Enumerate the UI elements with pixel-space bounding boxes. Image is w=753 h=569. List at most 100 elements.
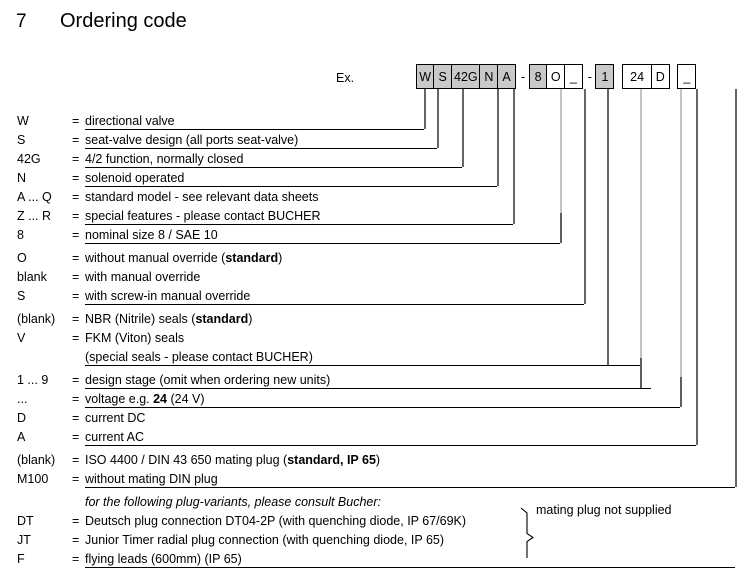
code-box-42G: 42G xyxy=(450,64,481,89)
legend-row: A = current AC xyxy=(0,428,753,447)
mating-plug-note: mating plug not supplied xyxy=(536,503,672,517)
legend-row-code: ... xyxy=(17,392,28,406)
code-box-O: O xyxy=(546,64,566,89)
code-box-A: A xyxy=(497,64,517,89)
legend-row-description: flying leads (600mm) (IP 65) xyxy=(85,552,242,566)
legend-row-rule xyxy=(85,388,651,389)
legend-row-rule xyxy=(85,445,696,446)
code-box-W: W xyxy=(415,64,435,89)
legend-row-code: O xyxy=(17,251,27,265)
legend-row: 8 = nominal size 8 / SAE 10 xyxy=(0,226,753,245)
legend-row-description: voltage e.g. 24 (24 V) xyxy=(85,392,205,406)
legend-row-description: seat-valve design (all ports seat-valve) xyxy=(85,133,299,147)
legend-row-description: with manual override xyxy=(85,270,201,284)
example-label: Ex. xyxy=(336,71,355,85)
legend-row-equals: = xyxy=(72,270,80,284)
legend-row: 1 ... 9 = design stage (omit when ordering… xyxy=(0,371,753,390)
legend-row-code: DT xyxy=(17,514,34,528)
legend-row: Z ... R=special features - please contac… xyxy=(0,207,753,226)
legend-row: DT = Deutsch plug connection DT04-2P (with… xyxy=(0,512,753,531)
legend-row: blank = with manual override xyxy=(0,268,753,287)
legend-row-rule xyxy=(85,304,584,305)
legend-row-code: A xyxy=(17,430,26,444)
legend-row-description: 4/2 function, normally closed xyxy=(85,152,244,166)
code-box-1: 1 xyxy=(595,64,615,89)
code-box-_: _ xyxy=(677,64,697,89)
legend-row-equals: = xyxy=(72,190,80,204)
legend-row-description: for the following plug-variants, please … xyxy=(85,495,381,509)
legend-row-rule xyxy=(85,129,424,130)
legend-row-description: nominal size 8 / SAE 10 xyxy=(85,228,218,242)
legend-row: A ... Q=standard model - see relevant da… xyxy=(0,188,753,207)
legend-row-equals: = xyxy=(72,289,80,303)
legend-row-equals: = xyxy=(72,453,80,467)
legend-row-description: Junior Timer radial plug connection (wit… xyxy=(85,533,445,547)
legend-row-description: design stage (omit when ordering new uni… xyxy=(85,373,331,387)
legend-row-equals: = xyxy=(72,392,80,406)
legend-row-rule xyxy=(85,365,640,366)
code-box-_: _ xyxy=(563,64,583,89)
legend-row-description: NBR (Nitrile) seals (standard) xyxy=(85,312,253,326)
legend-row: F=flying leads (600mm) (IP 65) xyxy=(0,550,753,569)
legend-row-rule xyxy=(85,243,560,244)
legend-row-equals: = xyxy=(72,331,80,345)
legend-row-equals: = xyxy=(72,514,80,528)
legend-row-description: without mating DIN plug xyxy=(85,472,218,486)
legend-row-code: S xyxy=(17,289,26,303)
code-box-N: N xyxy=(479,64,499,89)
code-box-8: 8 xyxy=(528,64,548,89)
legend-row-description: without manual override (standard) xyxy=(85,251,283,265)
legend-row: (blank)=NBR (Nitrile) seals (standard) xyxy=(0,310,753,329)
legend-row-rule xyxy=(85,224,513,225)
code-box-24: 24 xyxy=(622,64,653,89)
legend-row-code: F xyxy=(17,552,25,566)
legend-row-equals: = xyxy=(72,472,80,486)
legend-row-equals: = xyxy=(72,114,80,128)
legend-row-rule xyxy=(85,407,680,408)
legend-row-code: W xyxy=(17,114,29,128)
legend-row-equals: = xyxy=(72,209,80,223)
legend-row-code: N xyxy=(17,171,27,185)
legend-row-equals: = xyxy=(72,373,80,387)
legend-row: JT = Junior Timer radial plug connection (… xyxy=(0,531,753,550)
legend-row-equals: = xyxy=(72,411,80,425)
legend-row-code: 1 ... 9 xyxy=(17,373,49,387)
legend-row: W = directional valve xyxy=(0,112,753,131)
section-number: 7 xyxy=(16,11,27,32)
legend-row: (special seals - please contact BUCHER) xyxy=(0,348,753,367)
legend-row-equals: = xyxy=(72,533,80,547)
legend-row-description: (special seals - please contact BUCHER) xyxy=(85,350,313,364)
code-separator-dash: - xyxy=(520,69,526,84)
legend-row-code: 8 xyxy=(17,228,24,242)
legend-row-code: M100 xyxy=(17,472,49,486)
legend-row: 42G=4/2 function, normally closed xyxy=(0,150,753,169)
legend-row-description: directional valve xyxy=(85,114,175,128)
legend-row-code: Z ... R xyxy=(17,209,52,223)
legend-row: V=FKM (Viton) seals xyxy=(0,329,753,348)
page-title: Ordering code xyxy=(60,10,187,32)
legend-row-rule xyxy=(85,487,735,488)
legend-row-rule xyxy=(85,148,437,149)
legend-row-description: current AC xyxy=(85,430,145,444)
legend-row-code: JT xyxy=(17,533,31,547)
legend-row-description: ISO 4400 / DIN 43 650 mating plug (stand… xyxy=(85,453,381,467)
legend-row-code: S xyxy=(17,133,26,147)
code-box-D: D xyxy=(650,64,670,89)
legend-row: ... = voltage e.g. 24 (24 V) xyxy=(0,390,753,409)
legend-row-description: Deutsch plug connection DT04-2P (with qu… xyxy=(85,514,467,528)
legend-row-code: (blank) xyxy=(17,453,56,467)
legend-row: D=current DC xyxy=(0,409,753,428)
legend-row-code: V xyxy=(17,331,26,345)
legend-row-description: current DC xyxy=(85,411,146,425)
legend-row-equals: = xyxy=(72,228,80,242)
legend-row-rule xyxy=(85,186,497,187)
legend-row: for the following plug-variants, please … xyxy=(0,493,753,512)
legend-row-equals: = xyxy=(72,133,80,147)
legend-row-code: blank xyxy=(17,270,47,284)
legend-row-equals: = xyxy=(72,430,80,444)
legend-row-rule xyxy=(85,167,462,168)
code-separator-dash: - xyxy=(587,69,592,84)
legend-row: O=without manual override (standard) xyxy=(0,249,753,268)
legend-row-code: 42G xyxy=(17,152,41,166)
